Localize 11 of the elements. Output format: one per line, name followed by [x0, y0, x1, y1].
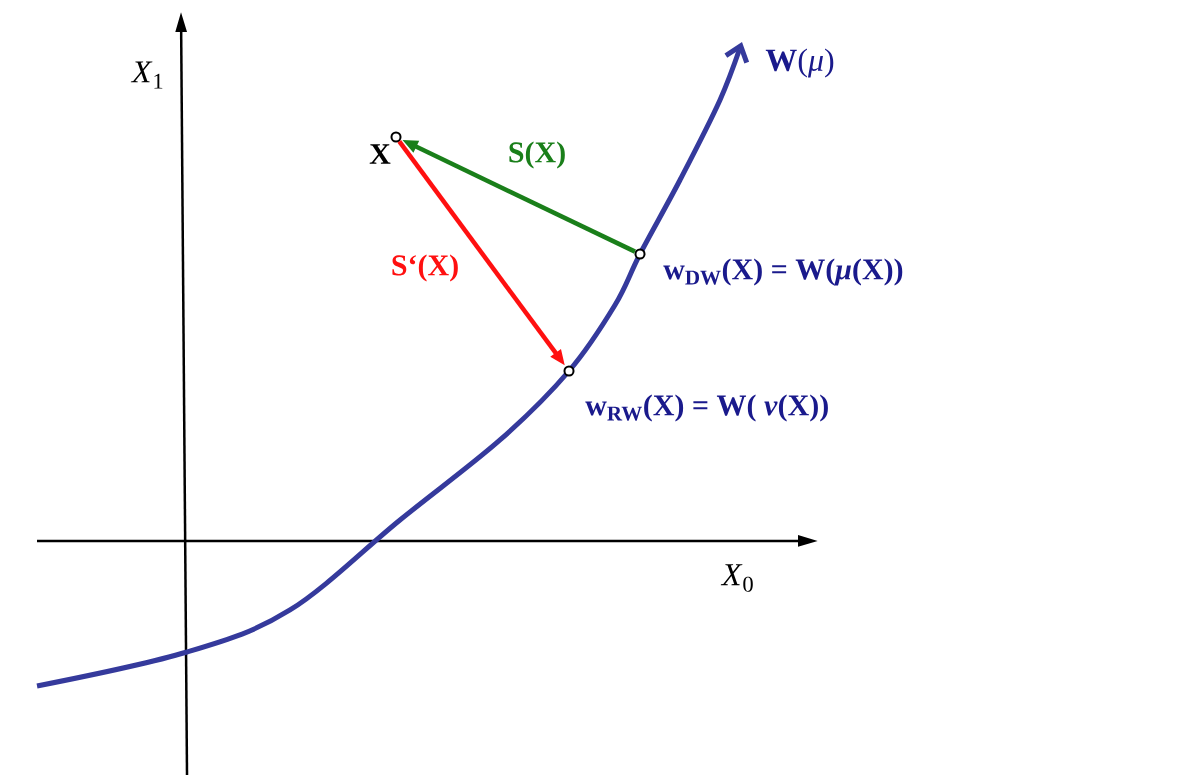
point-marker: [634, 248, 646, 260]
point-label: w$_{DW}$(X) = W(μ(X)): [663, 258, 903, 286]
point-marker: [563, 365, 575, 377]
axis-label: X$_{0}$: [720, 564, 753, 592]
point-label: X: [369, 144, 391, 164]
point-label: w$_{RW}$(X) = W( ν(X)): [585, 394, 828, 422]
axis-label: X$_{1}$: [130, 61, 163, 89]
edge-label: S‘(X): [389, 253, 461, 283]
axis-label: W(μ): [765, 48, 834, 78]
edge-label: S(X): [506, 140, 568, 170]
point-marker: [390, 131, 402, 143]
